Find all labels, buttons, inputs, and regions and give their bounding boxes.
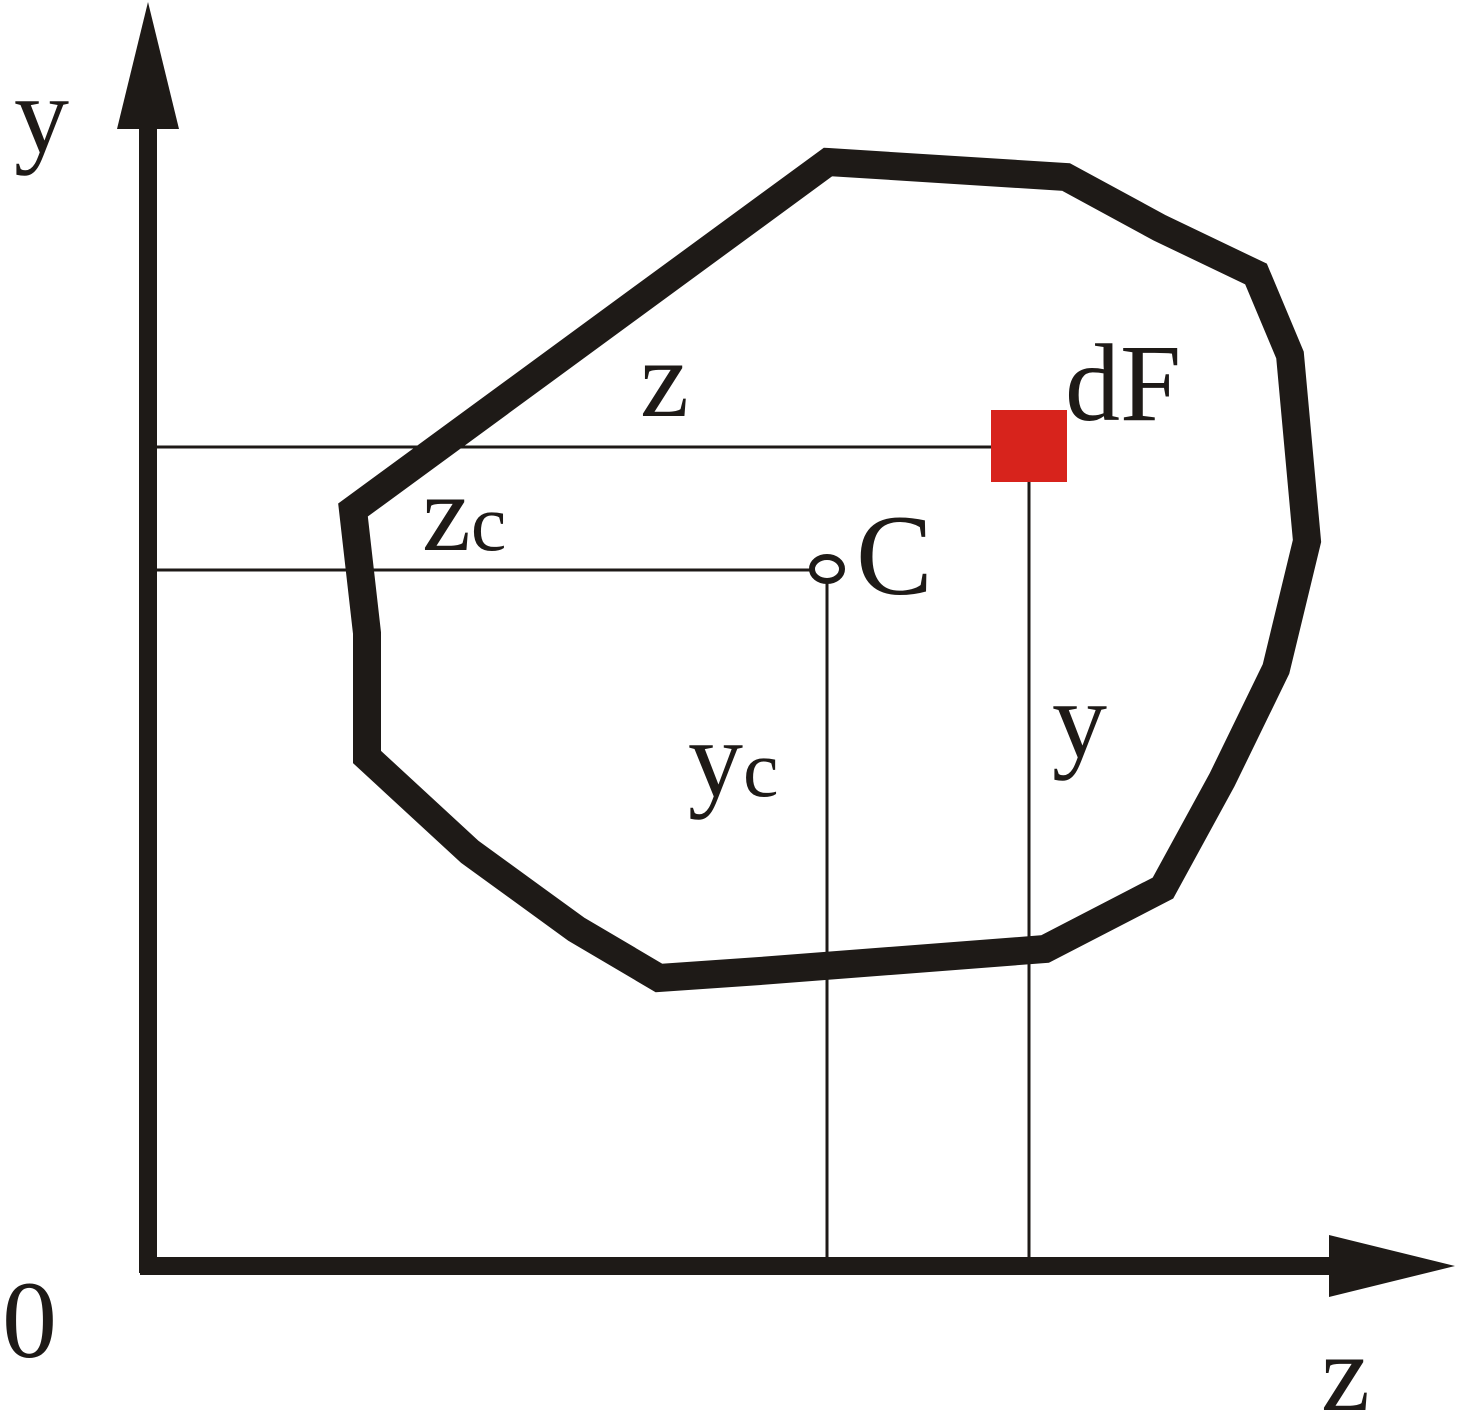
centroid-label: C (856, 492, 933, 619)
yc-label-main: y (688, 698, 743, 820)
element-area-square (991, 410, 1067, 482)
zc-label-main: z (422, 452, 471, 574)
y-dimension-label: y (1052, 659, 1107, 781)
yc-label-subscript: c (743, 726, 779, 814)
origin-label: 0 (2, 1259, 57, 1381)
yc-label: yc (688, 698, 779, 820)
y-axis-label: y (14, 54, 69, 176)
z-dimension-label: z (640, 318, 689, 440)
element-area-label: dF (1065, 322, 1181, 444)
zc-label: zc (422, 452, 506, 574)
cross-section-outline (338, 147, 1322, 993)
y-axis-arrowhead (117, 2, 179, 129)
z-axis-arrowhead (1329, 1235, 1455, 1297)
centroid-point (809, 554, 845, 584)
zc-label-subscript: c (471, 480, 507, 568)
z-axis-label: z (1321, 1312, 1370, 1413)
